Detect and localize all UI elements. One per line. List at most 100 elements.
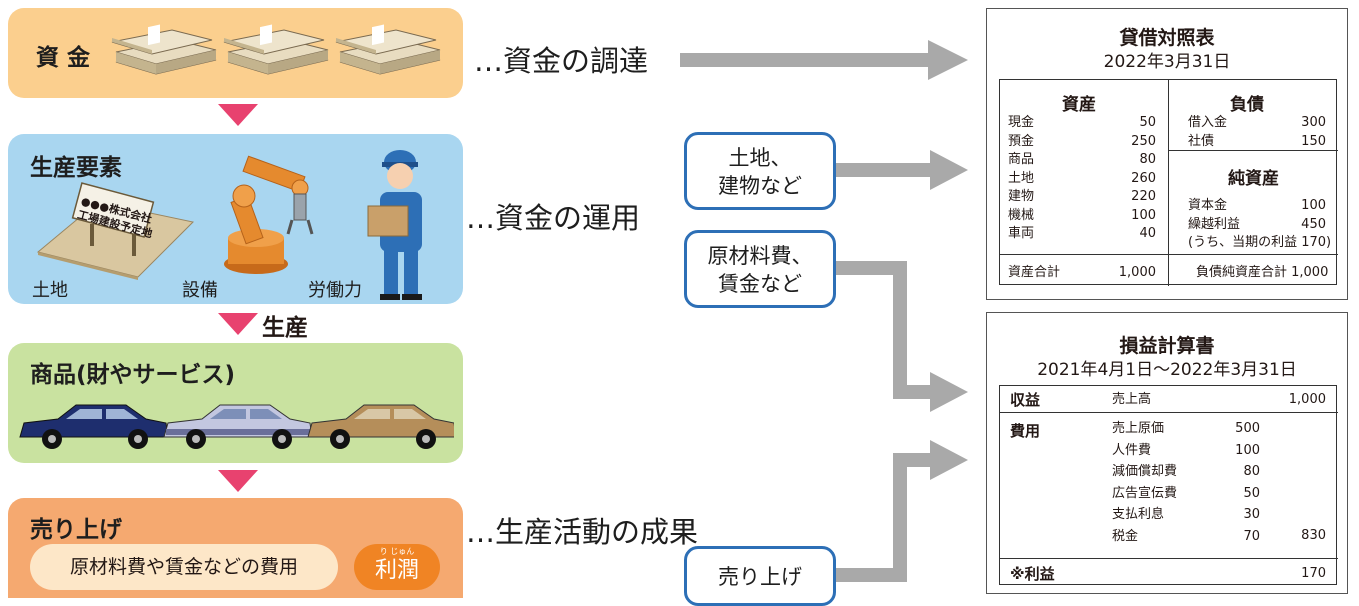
asset-row-name: 車両 [1008,226,1035,241]
assets-total-value: 1,000 [1118,265,1156,280]
equity-row-name: 繰越利益 [1188,216,1241,232]
land-buildings-line-2: 建物など [718,174,802,198]
expense-row-value: 500 [1235,421,1260,436]
equity-row-value: 450 [1301,216,1326,232]
profit-value: 170 [1301,566,1326,581]
production-factors-panel: 生産要素 ●●●株式会社 工場建設予定地 土地 設備 労働力 [8,134,463,304]
bs-divider-total [1000,254,1338,255]
is-divider-1 [1000,412,1338,413]
sales-flow-box: 売り上げ [684,546,836,606]
factors-description: …資金の運用 [466,201,641,235]
equipment-label: 設備 [182,280,218,301]
asset-row-name: 商品 [1008,152,1035,167]
is-divider-2 [1000,558,1338,559]
profit-header: ※利益 [1010,565,1055,583]
expense-row-value: 50 [1243,485,1260,501]
expense-row-value: 100 [1235,442,1260,458]
factors-title: 生産要素 [30,155,122,181]
income-statement-title: 損益計算書 [1119,335,1215,357]
goods-panel: 商品(財やサービス) [8,343,463,463]
equity-row-value: 100 [1301,198,1326,213]
land-buildings-box: 土地、 建物など [684,132,836,210]
arrow-land-head [930,150,968,190]
land-label: 土地 [32,280,68,301]
capital-label: 資 金 [36,45,91,71]
expense-header: 費用 [1010,422,1041,440]
sales-title: 売り上げ [30,517,122,543]
materials-wages-line-1: 原材料費、 [707,244,813,268]
bs-divider-v [1168,80,1169,286]
asset-row-name: 現金 [1008,115,1035,130]
income-statement-period: 2021年4月1日〜2022年3月31日 [1037,360,1297,380]
profit-label: 利潤 [374,558,419,583]
arrow-land-shaft [836,163,932,177]
money-stacks-image [111,24,441,75]
materials-wages-line-2: 賃金など [718,272,802,296]
expense-total: 830 [1301,528,1326,543]
land-image [36,182,195,280]
costs-pill: 原材料費や賃金などの費用 [30,544,338,590]
robot-arm-image [224,155,314,274]
revenue-value: 1,000 [1288,392,1326,407]
capital-panel: 資 金 [8,8,463,98]
assets-total-label: 資産合計 [1008,265,1061,280]
income-statement: 損益計算書 2021年4月1日〜2022年3月31日 収益 売上高 1,000 … [986,312,1348,594]
asset-row-name: 土地 [1008,170,1035,186]
expense-row-value: 70 [1243,528,1260,544]
expense-row-name: 広告宣伝費 [1112,485,1178,501]
income-statement-table: 収益 売上高 1,000 費用 売上原価 500 人件費 100 減価償却費 80 広告宣伝… [999,385,1338,585]
sales-panel: 売り上げ 原材料費や賃金などの費用 り じゅん 利潤 [8,498,463,598]
capital-description: …資金の調達 [474,44,649,78]
arrow-materials-shaft [836,261,932,399]
goods-title: 商品(財やサービス) [30,362,236,388]
liability-row-value: 150 [1301,133,1326,149]
revenue-item: 売上高 [1112,392,1152,407]
arrow-sales-head [930,440,968,480]
land-buildings-line-1: 土地、 [728,146,792,170]
expense-row-name: 人件費 [1112,442,1152,458]
arrow-capital-head [928,40,968,80]
revenue-header: 収益 [1010,391,1041,409]
asset-row-value: 50 [1139,115,1156,130]
assets-header: 資産 [1062,95,1096,115]
asset-row-value: 80 [1139,152,1156,167]
flow-triangle-2 [218,313,258,335]
sales-description: …生産活動の成果 [466,515,699,549]
asset-row-name: 建物 [1008,189,1035,204]
labor-label: 労働力 [308,280,362,301]
arrow-capital-shaft [680,53,930,67]
asset-row-value: 220 [1131,189,1156,204]
materials-wages-box: 原材料費、 賃金など [684,230,836,308]
liabilities-header: 負債 [1230,95,1264,115]
expense-row-name: 支払利息 [1112,507,1165,522]
cars-image [19,404,454,449]
liability-row-name: 社債 [1188,133,1215,149]
profit-ruby: り じゅん [379,547,415,556]
equity-row-name: 資本金 [1188,198,1228,213]
asset-row-value: 40 [1139,226,1156,241]
profit-pill: り じゅん 利潤 [354,544,440,590]
flow-triangle-3 [218,470,258,492]
equity-header: 純資産 [1228,169,1279,189]
expense-row-name: 売上原価 [1112,421,1165,436]
worker-image [367,150,422,300]
liability-row-value: 300 [1301,115,1326,130]
equity-note: (うち、当期の利益 170) [1188,235,1332,250]
asset-row-name: 機械 [1008,207,1035,223]
asset-row-name: 預金 [1008,133,1035,149]
expense-row-value: 80 [1243,464,1260,479]
balance-sheet-date: 2022年3月31日 [1103,52,1231,72]
balance-sheet-title: 貸借対照表 [1119,27,1215,49]
expense-row-value: 30 [1243,507,1260,522]
liability-row-name: 借入金 [1188,115,1228,130]
arrow-sales-shaft [836,453,932,582]
flow-triangle-1 [218,104,258,126]
asset-row-value: 100 [1131,207,1156,223]
liab-equity-total: 負債純資産合計 1,000 [1196,265,1329,280]
expense-row-name: 減価償却費 [1112,464,1178,479]
production-label: 生産 [262,315,308,341]
asset-row-value: 260 [1131,170,1156,186]
arrow-materials-head [930,372,968,412]
